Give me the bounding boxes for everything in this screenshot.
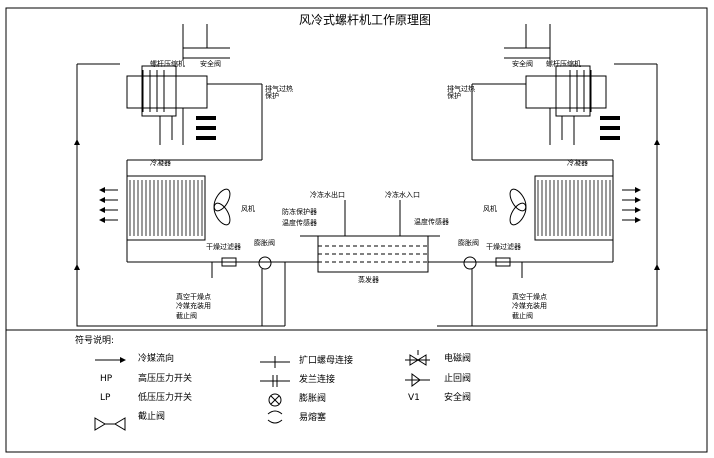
legend-item-label: 膨胀阀: [299, 394, 327, 404]
legend-item-label: 高压压力开关: [138, 374, 193, 384]
antifreeze-sensor-label: 防冻保护器: [282, 208, 317, 216]
right-discharge-protect-label: 排气过热保护: [447, 85, 475, 100]
right-condenser: [534, 175, 614, 241]
right-safety-valve-label: 安全阀: [512, 60, 533, 68]
left-condenser: [126, 175, 206, 241]
legend-item-symbol: HP: [100, 374, 113, 384]
legend-item-label: 截止阀: [138, 412, 166, 422]
evaporator-label: 蒸发器: [358, 276, 379, 284]
left-compressor: [126, 75, 208, 109]
right-condenser-label: 冷凝器: [567, 159, 588, 167]
right-expansion-valve-label: 膨胀阀: [458, 239, 479, 247]
right-compressor: [525, 75, 607, 109]
left-compressor-label: 螺杆压缩机: [150, 60, 185, 68]
right-loop: [437, 64, 658, 327]
temp-sensor-left-label: 温度传感器: [282, 219, 317, 227]
right-drier-filter-label: 干燥过滤器: [486, 243, 521, 251]
right-compressor-label: 螺杆压缩机: [546, 60, 581, 68]
left-loop: [76, 64, 285, 327]
legend-item-label: 止回阀: [444, 374, 472, 384]
legend-item-label: 易熔塞: [299, 413, 327, 423]
frame-border: [5, 7, 708, 453]
left-safety-valve-label: 安全阀: [200, 60, 221, 68]
water-out-label: 冷冻水出口: [310, 191, 345, 199]
temp-sensor-right-label: 温度传感器: [414, 218, 449, 226]
right-fan-label: 风机: [483, 205, 497, 213]
right-vacuum-note: 真空干燥点冷媒充装用截止阀: [512, 293, 547, 320]
left-drier-filter-label: 干燥过滤器: [206, 243, 241, 251]
legend-item-label: 冷媒流向: [138, 354, 175, 364]
legend-item-label: 电磁阀: [444, 354, 472, 364]
diagram-title: 风冷式螺杆机工作原理图: [299, 13, 432, 27]
legend-heading: 符号说明:: [75, 336, 115, 346]
left-expansion-valve-label: 膨胀阀: [254, 239, 275, 247]
left-vacuum-note: 真空干燥点冷媒充装用截止阀: [176, 293, 211, 320]
water-in-label: 冷冻水入口: [385, 191, 420, 199]
legend-item-label: 发兰连接: [299, 375, 336, 385]
legend-item-symbol: V1: [408, 393, 420, 403]
left-discharge-protect-label: 排气过热保护: [265, 85, 293, 100]
left-condenser-label: 冷凝器: [150, 159, 171, 167]
legend-item-label: 安全阀: [444, 393, 472, 403]
legend-item-symbol: LP: [100, 393, 111, 403]
legend-item-label: 扩口螺母连接: [299, 356, 354, 366]
legend-item-label: 低压压力开关: [138, 393, 193, 403]
left-fan-label: 风机: [241, 205, 255, 213]
